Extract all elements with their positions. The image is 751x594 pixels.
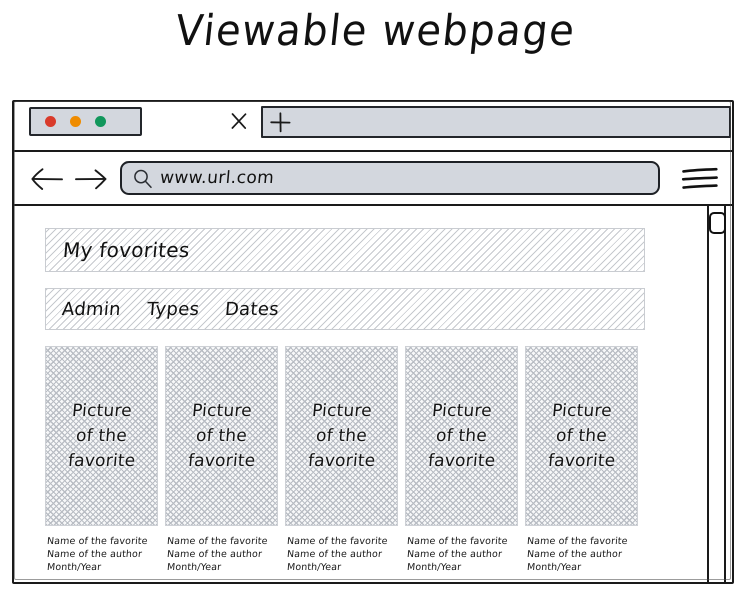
browser-window-mockup: www.url.com My fovorites Admin Types Dat… — [12, 100, 734, 584]
page-title: Viewable webpage — [172, 6, 578, 56]
vertical-scrollbar[interactable] — [704, 206, 730, 584]
nav-item-types[interactable]: Types — [145, 298, 201, 320]
hamburger-menu-icon[interactable] — [680, 165, 720, 193]
card-thumb-line: favorite — [307, 450, 377, 471]
card-date: Month/Year — [406, 562, 462, 573]
card-caption: Name of the favorite Name of the author … — [165, 535, 278, 574]
back-button[interactable] — [30, 166, 64, 192]
card-thumb-line: of the — [75, 425, 128, 446]
favorite-card[interactable]: Picture of the favorite Name of the favo… — [405, 346, 518, 574]
minimize-dot[interactable] — [70, 116, 81, 127]
card-thumbnail[interactable]: Picture of the favorite — [165, 346, 278, 526]
scrollbar-thumb[interactable] — [709, 212, 726, 234]
card-thumb-line: of the — [195, 425, 248, 446]
card-thumb-line: favorite — [187, 450, 257, 471]
card-thumb-line: Picture — [70, 400, 133, 421]
card-date: Month/Year — [286, 562, 342, 573]
card-thumb-line: favorite — [547, 450, 617, 471]
card-favorite-name: Name of the favorite — [166, 536, 269, 547]
content-header-bar: My fovorites — [45, 228, 645, 272]
browser-toolbar: www.url.com — [12, 152, 734, 209]
card-thumbnail[interactable]: Picture of the favorite — [525, 346, 638, 526]
card-favorite-name: Name of the favorite — [46, 536, 149, 547]
favorite-card[interactable]: Picture of the favorite Name of the favo… — [285, 346, 398, 574]
card-caption: Name of the favorite Name of the author … — [285, 535, 398, 574]
card-author-name: Name of the author — [286, 549, 383, 560]
nav-item-dates[interactable]: Dates — [224, 298, 280, 320]
card-thumb-line: Picture — [430, 400, 493, 421]
search-icon — [132, 168, 153, 189]
content-nav-bar: Admin Types Dates — [45, 288, 645, 330]
close-tab-icon[interactable] — [228, 110, 250, 132]
card-thumb-line: favorite — [427, 450, 497, 471]
page-viewport: My fovorites Admin Types Dates Picture o… — [12, 206, 734, 584]
card-caption: Name of the favorite Name of the author … — [405, 535, 518, 574]
card-author-name: Name of the author — [46, 549, 143, 560]
card-thumb-line: Picture — [310, 400, 373, 421]
scrollbar-track[interactable] — [707, 206, 726, 584]
plus-icon — [269, 111, 292, 134]
card-thumb-line: Picture — [550, 400, 613, 421]
maximize-dot[interactable] — [95, 116, 106, 127]
card-favorite-name: Name of the favorite — [526, 536, 629, 547]
address-input[interactable]: www.url.com — [159, 168, 276, 188]
address-bar[interactable]: www.url.com — [120, 161, 660, 195]
favorites-card-grid: Picture of the favorite Name of the favo… — [45, 346, 653, 574]
card-thumbnail[interactable]: Picture of the favorite — [405, 346, 518, 526]
card-thumbnail[interactable]: Picture of the favorite — [45, 346, 158, 526]
card-thumb-line: of the — [555, 425, 608, 446]
favorite-card[interactable]: Picture of the favorite Name of the favo… — [165, 346, 278, 574]
card-thumb-line: Picture — [190, 400, 253, 421]
card-author-name: Name of the author — [166, 549, 263, 560]
favorite-card[interactable]: Picture of the favorite Name of the favo… — [525, 346, 638, 574]
card-caption: Name of the favorite Name of the author … — [525, 535, 638, 574]
card-date: Month/Year — [166, 562, 222, 573]
new-tab-button[interactable] — [261, 106, 731, 138]
card-caption: Name of the favorite Name of the author … — [45, 535, 158, 574]
card-thumbnail[interactable]: Picture of the favorite — [285, 346, 398, 526]
forward-button[interactable] — [74, 166, 108, 192]
card-author-name: Name of the author — [406, 549, 503, 560]
browser-tab-bar — [12, 100, 734, 155]
card-thumb-line: of the — [315, 425, 368, 446]
close-dot[interactable] — [45, 116, 56, 127]
card-thumb-line: of the — [435, 425, 488, 446]
favorite-card[interactable]: Picture of the favorite Name of the favo… — [45, 346, 158, 574]
card-date: Month/Year — [526, 562, 582, 573]
content-header-title: My fovorites — [61, 238, 191, 262]
card-favorite-name: Name of the favorite — [286, 536, 389, 547]
card-thumb-line: favorite — [67, 450, 137, 471]
card-author-name: Name of the author — [526, 549, 623, 560]
nav-item-admin[interactable]: Admin — [61, 298, 122, 320]
card-date: Month/Year — [46, 562, 102, 573]
card-favorite-name: Name of the favorite — [406, 536, 509, 547]
window-controls-group[interactable] — [29, 107, 142, 136]
